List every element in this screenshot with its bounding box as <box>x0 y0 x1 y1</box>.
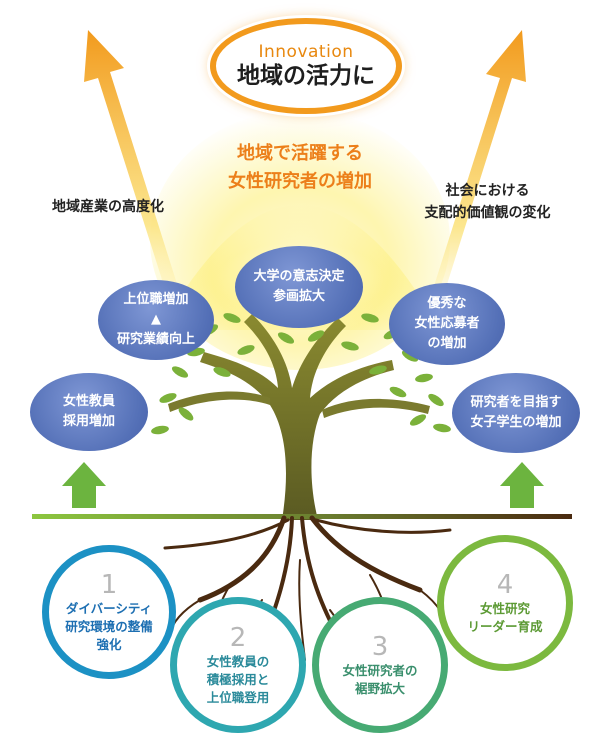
arrow-right-icon <box>420 30 526 332</box>
title-badge: Innovation 地域の活力に <box>210 18 402 114</box>
outcome-right: 社会における 支配的価値観の変化 <box>400 180 575 224</box>
pillar-number: 2 <box>229 623 247 653</box>
bubble-line: 女性応募者 <box>414 316 480 331</box>
arrow-up-icon <box>62 462 106 508</box>
bubble-line: 参画拡大 <box>272 289 325 304</box>
pillar-label-line: 研究環境の整備 <box>65 619 153 634</box>
bubble-line: 女子学生の増加 <box>470 415 562 430</box>
pillar-label-line: 女性研究 <box>479 601 530 616</box>
pillar-label-line: 女性研究者の <box>342 663 418 678</box>
pillar-label-line: 強化 <box>96 637 122 652</box>
pillar-label-line: 裾野拡大 <box>354 681 405 696</box>
bubble-line: 採用増加 <box>62 414 115 429</box>
bubble-line: 研究者を目指す <box>470 395 562 410</box>
bubble-senior-positions: 上位職増加 ▲ 研究業績向上 <box>98 280 214 360</box>
pillar-label-line: ダイバーシティ <box>65 601 153 616</box>
pillar-3-base-expansion: 3 女性研究者の 裾野拡大 <box>312 597 448 733</box>
central-theme-line1: 地域で活躍する <box>237 143 363 164</box>
pillar-number: 4 <box>496 570 514 600</box>
arrow-up-icon <box>500 462 544 508</box>
bubble-line: 研究業績向上 <box>116 332 195 347</box>
outcome-right-line2: 支配的価値観の変化 <box>424 205 551 221</box>
bubble-line: 優秀な <box>427 296 467 311</box>
bubble-line: 大学の意志決定 <box>253 269 345 284</box>
pillar-label-line: 女性教員の <box>206 654 270 669</box>
pillar-label-line: リーダー育成 <box>467 619 543 634</box>
central-theme-line2: 女性研究者の増加 <box>228 171 372 192</box>
pillar-number: 1 <box>100 570 118 600</box>
pillar-4-leaders: 4 女性研究 リーダー育成 <box>437 535 573 671</box>
bubble-line: の増加 <box>427 336 467 351</box>
central-theme: 地域で活躍する 女性研究者の増加 <box>185 140 415 196</box>
title-english: Innovation <box>258 42 354 62</box>
triangle-icon: ▲ <box>150 312 161 327</box>
bubble-line: 上位職増加 <box>123 292 189 307</box>
pillar-1-diversity: 1 ダイバーシティ 研究環境の整備 強化 <box>42 545 176 679</box>
bubble-line: 女性教員 <box>62 394 115 409</box>
pillar-2-hiring: 2 女性教員の 積極採用と 上位職登用 <box>170 597 306 733</box>
arrow-left-icon <box>84 30 190 330</box>
bubble-decision-making: 大学の意志決定 参画拡大 <box>235 246 363 328</box>
outcome-left: 地域産業の高度化 <box>52 199 164 215</box>
pillar-number: 3 <box>371 632 389 662</box>
outcome-right-line1: 社会における <box>445 183 530 199</box>
pillar-label-line: 積極採用と <box>206 672 270 687</box>
title-japanese: 地域の活力に <box>237 63 375 89</box>
bubble-female-students: 研究者を目指す 女子学生の増加 <box>452 373 580 453</box>
bubble-female-applicants: 優秀な 女性応募者 の増加 <box>389 283 505 365</box>
bubble-faculty-hiring: 女性教員 採用増加 <box>30 373 148 451</box>
pillar-label-line: 上位職登用 <box>206 690 270 705</box>
